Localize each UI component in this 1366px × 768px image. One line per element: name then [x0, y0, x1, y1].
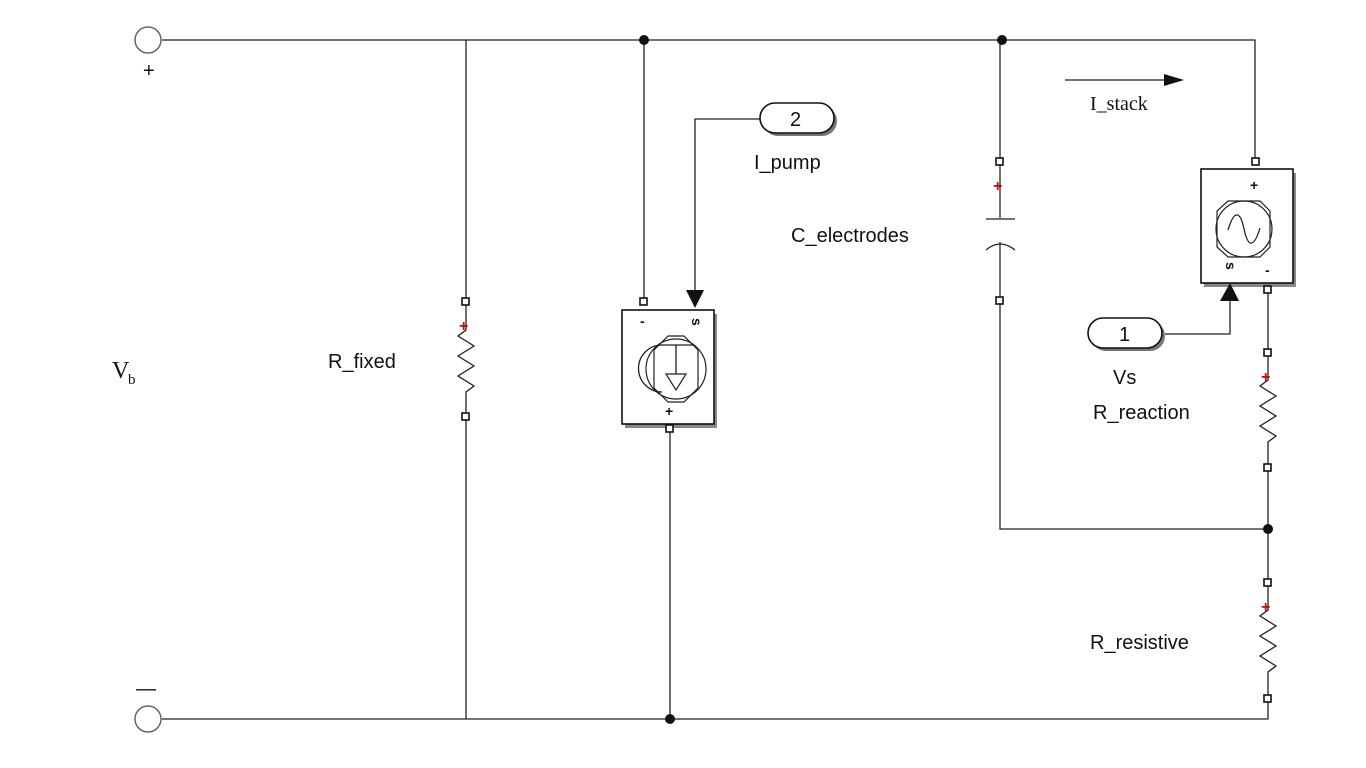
c-electrodes-capacitor[interactable]: +	[985, 157, 1016, 305]
inport-1-number: 1	[1119, 324, 1130, 346]
i-stack-label: I_stack	[1090, 93, 1148, 115]
plus-marker: +	[459, 318, 468, 335]
r-reaction-label: R_reaction	[1093, 402, 1190, 424]
inport-2[interactable]: 2	[759, 102, 837, 136]
plus-marker: +	[1261, 599, 1270, 616]
signal-arrowhead	[686, 290, 704, 308]
plus-marker: +	[1250, 177, 1258, 193]
inport-1[interactable]: 1	[1087, 317, 1165, 351]
c-electrodes-label: C_electrodes	[791, 225, 909, 247]
junction-dot	[1263, 524, 1273, 534]
positive-sign: +	[143, 60, 155, 82]
negative-sign: —	[136, 678, 156, 700]
signal-marker: s	[1223, 262, 1239, 270]
r-resistive-label: R_resistive	[1090, 632, 1189, 654]
minus-marker: -	[1265, 262, 1270, 278]
minus-marker: -	[640, 313, 645, 329]
inport-2-number: 2	[790, 109, 801, 131]
plus-marker: +	[993, 178, 1002, 195]
junction-dot	[997, 35, 1007, 45]
r-resistive-resistor[interactable]: +	[1258, 578, 1278, 703]
voltage-symbol: V	[112, 358, 130, 384]
signal-marker: s	[689, 318, 705, 326]
r-fixed-label: R_fixed	[328, 351, 396, 373]
junction-dot	[639, 35, 649, 45]
signal-arrowhead	[1220, 283, 1239, 301]
junction-dot	[665, 714, 675, 724]
plus-marker: +	[665, 403, 673, 419]
i-pump-label: I_pump	[754, 152, 821, 174]
junctions	[639, 35, 1273, 724]
negative-terminal[interactable]: —	[134, 678, 162, 733]
i-stack-arrow	[1065, 74, 1184, 86]
positive-terminal[interactable]: +	[134, 26, 162, 82]
voltage-label: V b	[112, 358, 136, 388]
wires	[162, 39, 1269, 720]
plus-marker: +	[1261, 369, 1270, 386]
voltage-source-block[interactable]: + s -	[1200, 157, 1296, 294]
r-fixed-resistor[interactable]: +	[456, 297, 476, 421]
voltage-subscript: b	[128, 372, 136, 388]
r-reaction-resistor[interactable]: +	[1258, 348, 1278, 472]
vs-label: Vs	[1113, 367, 1136, 389]
current-source-block[interactable]: - s +	[621, 297, 717, 433]
